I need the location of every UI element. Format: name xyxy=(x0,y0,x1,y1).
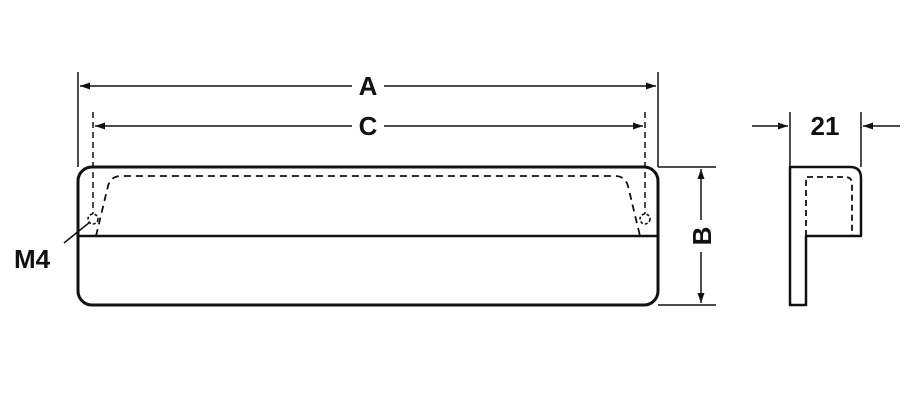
dimension-a-label: A xyxy=(359,71,378,101)
dimension-a: A xyxy=(77,71,659,167)
side-view xyxy=(788,165,863,307)
dimension-c: C xyxy=(92,111,646,214)
thread-leader-line xyxy=(63,221,91,244)
dimension-b: B xyxy=(658,166,717,306)
dimension-depth: 21 xyxy=(752,111,900,167)
front-view xyxy=(76,165,660,307)
thread-callout: M4 xyxy=(14,221,91,274)
dimension-b-label: B xyxy=(687,227,717,246)
thread-label: M4 xyxy=(14,244,51,274)
hidden-profile-dashed xyxy=(95,175,641,237)
side-hidden-profile-dashed xyxy=(805,176,853,236)
mounting-hole-right xyxy=(639,213,651,225)
handle-side-profile xyxy=(788,165,863,307)
dimension-depth-label: 21 xyxy=(811,111,840,141)
dimension-c-label: C xyxy=(359,111,378,141)
